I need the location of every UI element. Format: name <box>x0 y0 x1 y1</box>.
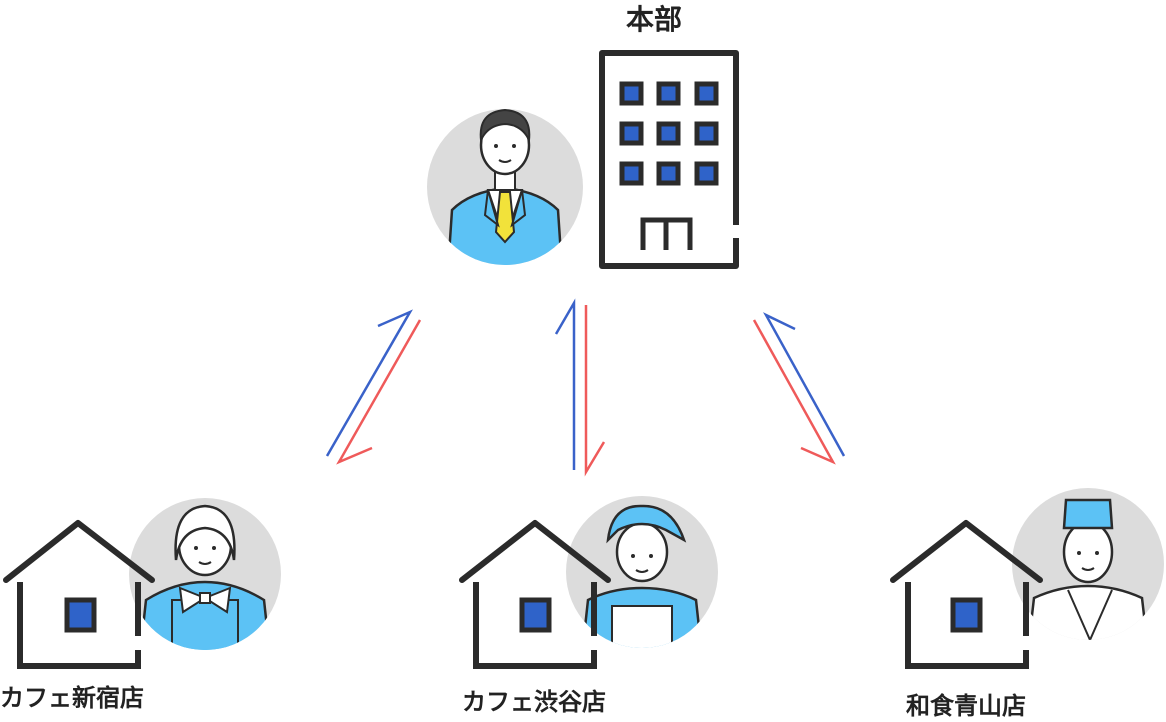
cafe-staff-avatar-icon <box>566 496 718 648</box>
shop-label-washoku-aoyama: 和食青山店 <box>906 692 1026 720</box>
arrow-shop1-to-hq <box>325 309 413 457</box>
house-icon <box>459 520 611 669</box>
arrow-hq-to-shop1 <box>336 319 422 465</box>
cafe-waitress-avatar-icon <box>129 498 281 650</box>
shop-label-cafe-shibuya: カフェ渋谷店 <box>462 688 606 716</box>
office-building-icon <box>599 50 739 269</box>
businessman-avatar-icon <box>427 108 583 265</box>
japanese-chef-avatar-icon <box>1012 488 1164 640</box>
arrow-hq-to-shop3 <box>752 319 836 465</box>
arrow-hq-to-shop2 <box>584 305 606 477</box>
arrow-shop3-to-hq <box>763 312 846 457</box>
arrow-shop2-to-hq <box>554 298 576 470</box>
house-icon <box>3 520 155 669</box>
house-icon <box>890 520 1043 669</box>
headquarters-label: 本部 <box>626 3 683 36</box>
shop-label-cafe-shinjuku: カフェ新宿店 <box>0 684 144 712</box>
